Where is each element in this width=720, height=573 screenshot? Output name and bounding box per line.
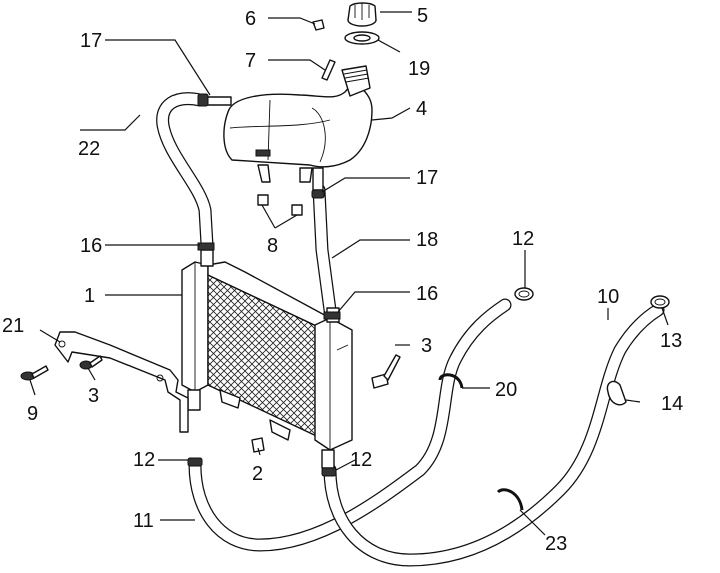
label-9: 9 <box>27 403 38 425</box>
label-13: 13 <box>660 330 682 352</box>
bolt-8-right <box>291 204 303 216</box>
hose-22 <box>156 92 214 252</box>
label-5: 5 <box>417 5 428 27</box>
screw-7 <box>321 59 336 81</box>
label-7: 7 <box>245 50 256 72</box>
hose-11 <box>188 298 512 552</box>
clamp-16-right <box>323 311 341 320</box>
clip-20 <box>438 373 464 389</box>
leader-lines <box>29 11 669 536</box>
label-17-right: 17 <box>416 167 438 189</box>
label-19: 19 <box>408 58 430 80</box>
clamp-16-left <box>197 242 215 251</box>
cap-seal <box>344 31 380 45</box>
bolt-3-right <box>371 354 401 389</box>
label-12-bottom-right: 12 <box>350 449 372 471</box>
label-12-bottom-left: 12 <box>133 449 155 471</box>
filler-neck-ribs <box>343 69 370 83</box>
label-4: 4 <box>416 98 427 120</box>
label-12-top: 12 <box>512 228 534 250</box>
label-20: 20 <box>495 379 517 401</box>
label-3-right: 3 <box>421 335 432 357</box>
label-8: 8 <box>267 235 278 257</box>
clamp-17-right <box>311 189 325 199</box>
label-17-left: 17 <box>80 30 102 52</box>
label-10: 10 <box>597 286 619 308</box>
clamp-13 <box>650 295 670 309</box>
part-number-labels: 17 22 6 7 5 19 4 17 8 16 18 16 1 2 3 3 2… <box>2 5 683 555</box>
bolt-3-left <box>79 355 103 370</box>
radiator-cap <box>347 2 377 27</box>
label-16-left: 16 <box>80 235 102 257</box>
label-6: 6 <box>245 8 256 30</box>
label-1: 1 <box>84 285 95 307</box>
clamp-12-top <box>514 287 534 301</box>
clamp-12-bottom-right <box>321 467 337 477</box>
label-21: 21 <box>2 315 24 337</box>
hose-clip-6 <box>312 19 325 31</box>
label-18: 18 <box>416 229 438 251</box>
label-11: 11 <box>133 510 154 532</box>
label-14: 14 <box>661 393 683 415</box>
label-3-left: 3 <box>88 385 99 407</box>
bracket-21 <box>54 331 189 433</box>
screw-9 <box>20 365 49 381</box>
expansion-tank <box>204 65 373 191</box>
clamp-17-left <box>197 93 209 107</box>
hose-10 <box>323 303 665 567</box>
label-16-right: 16 <box>416 283 438 305</box>
clamp-12-bottom-left <box>187 457 203 467</box>
clip-14 <box>606 380 627 406</box>
radiator <box>181 249 353 469</box>
label-22: 22 <box>78 138 100 160</box>
hose-18 <box>312 183 337 317</box>
label-2: 2 <box>252 463 263 485</box>
nut-2 <box>251 437 265 453</box>
clip-23 <box>496 488 524 511</box>
label-23: 23 <box>545 533 567 555</box>
bolt-8-left <box>257 194 269 206</box>
